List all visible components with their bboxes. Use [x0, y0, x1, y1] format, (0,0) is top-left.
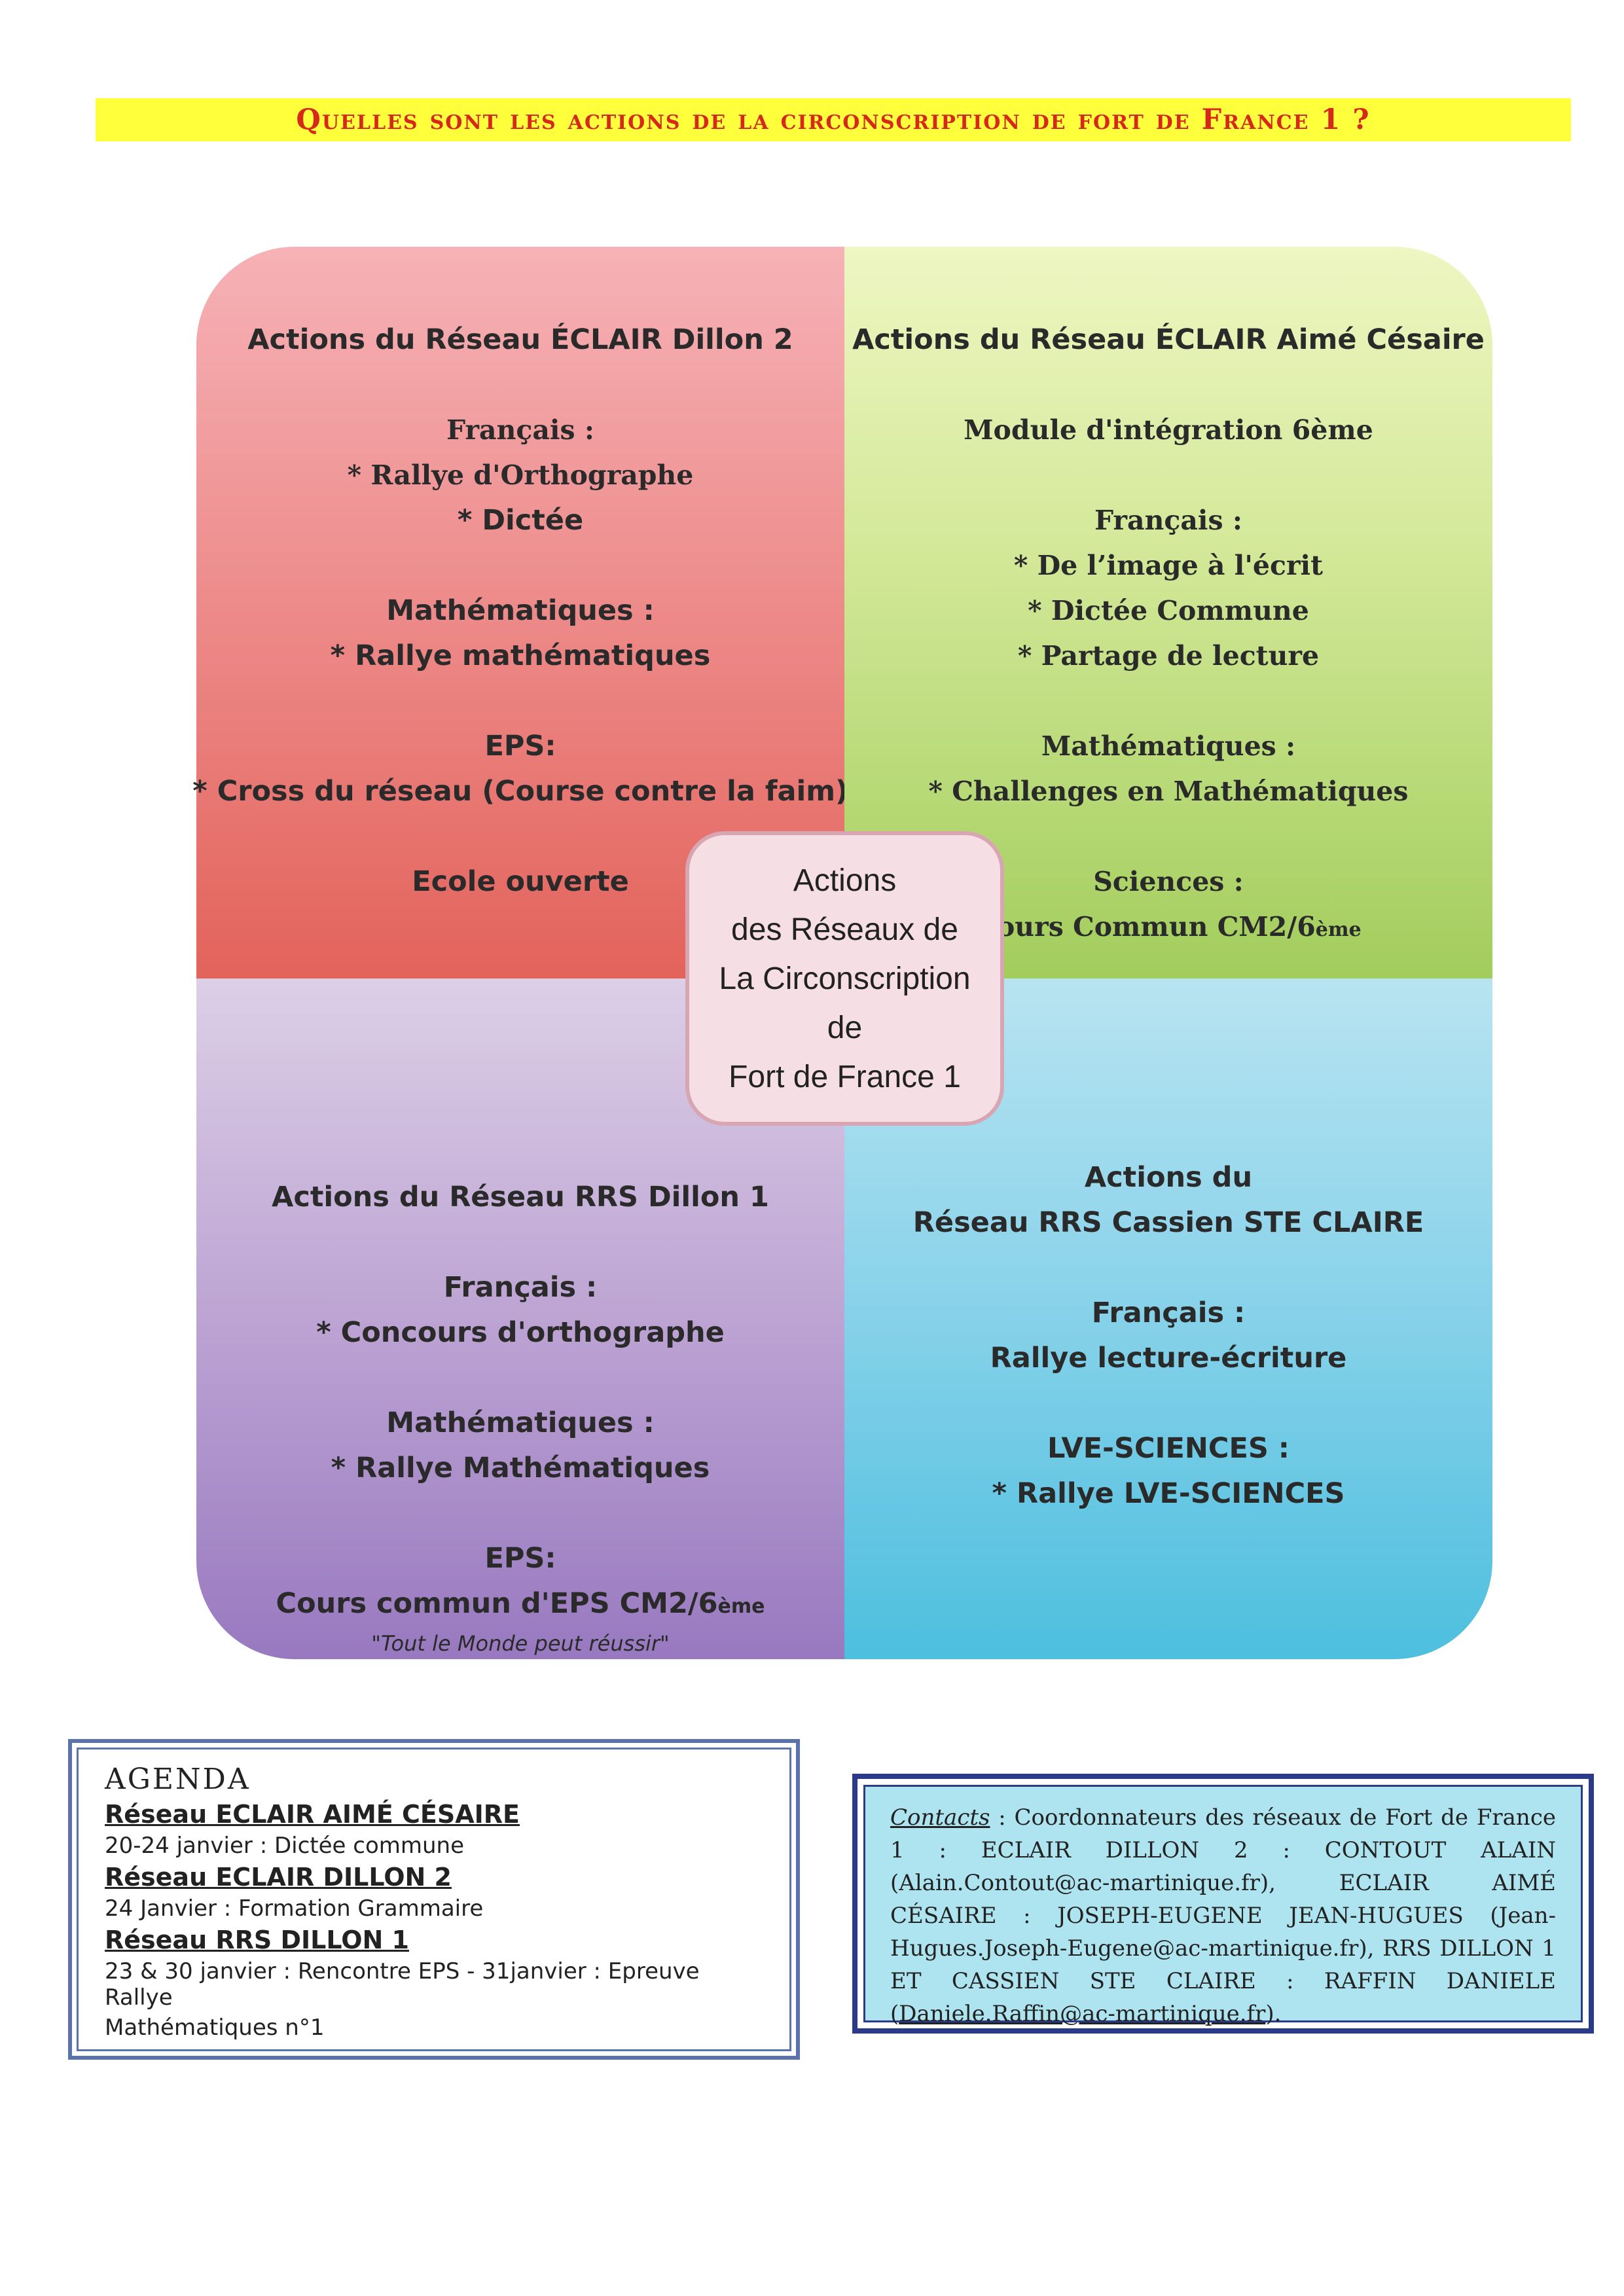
center-line: Fort de France 1: [729, 1059, 961, 1094]
quadrant-title: Actions du: [1084, 1161, 1253, 1194]
agenda-content: AGENDA Réseau ECLAIR AIMÉ CÉSAIRE 20-24 …: [77, 1748, 791, 2051]
eps-item-suffix: ème: [717, 1595, 765, 1618]
francais-label: Français :: [1094, 505, 1242, 536]
sciences-item-text: Cours Commun CM2/6: [975, 911, 1316, 942]
francais-label: Français :: [446, 414, 594, 446]
francais-item: * Partage de lecture: [1017, 640, 1320, 672]
agenda-event: 20-24 janvier : Dictée commune: [105, 1833, 465, 1859]
center-label-box: Actions des Réseaux de La Circonscriptio…: [685, 831, 1004, 1126]
eps-label: EPS:: [484, 1542, 556, 1575]
page-title: Quelles sont les actions de la circonscr…: [296, 103, 1371, 136]
center-line: des Réseaux de: [731, 912, 958, 947]
agenda-box: AGENDA Réseau ECLAIR AIMÉ CÉSAIRE 20-24 …: [68, 1739, 800, 2060]
francais-label: Français :: [1091, 1297, 1246, 1329]
francais-item: * De l’image à l'écrit: [1013, 550, 1324, 581]
center-line: La Circonscription: [719, 961, 971, 996]
agenda-network: Réseau ECLAIR AIMÉ CÉSAIRE: [105, 1800, 520, 1829]
lve-label: LVE-SCIENCES :: [1047, 1432, 1290, 1465]
agenda-network: Réseau ECLAIR DILLON 2: [105, 1863, 452, 1892]
other-action: Ecole ouverte: [412, 865, 629, 898]
contacts-text: : Coordonnateurs des réseaux de Fort de …: [890, 1804, 1556, 2027]
maths-item: * Challenges en Mathématiques: [928, 776, 1409, 807]
quadrant-title: Réseau RRS Cassien STE CLAIRE: [912, 1206, 1424, 1239]
page-title-banner: Quelles sont les actions de la circonscr…: [96, 98, 1571, 141]
contact-email-link[interactable]: Daniele.Raffin@ac-martinique.fr: [899, 2001, 1266, 2027]
contacts-box: Contacts : Coordonnateurs des réseaux de…: [852, 1774, 1594, 2034]
contacts-label: Contacts: [890, 1804, 990, 1831]
maths-item: * Rallye mathématiques: [330, 639, 711, 672]
center-line: Actions: [793, 863, 897, 898]
maths-label: Mathématiques :: [386, 594, 655, 627]
agenda-event: Mathématiques n°1: [105, 2015, 325, 2041]
contacts-content: Contacts : Coordonnateurs des réseaux de…: [863, 1785, 1583, 2027]
agenda-network: Réseau RRS DILLON 1: [105, 1926, 409, 1954]
agenda-title: AGENDA: [105, 1763, 251, 1796]
maths-item: * Rallye Mathématiques: [331, 1452, 710, 1484]
quadrant-eclair-dillon-2: Actions du Réseau ÉCLAIR Dillon 2 França…: [192, 247, 848, 978]
eps-item: Cours commun d'EPS CM2/6ème: [276, 1581, 765, 1629]
eps-item: * Cross du réseau (Course contre la faim…: [192, 775, 848, 808]
quadrant-title: Actions du Réseau ÉCLAIR Dillon 2: [247, 323, 793, 356]
francais-item: * Dictée: [457, 504, 584, 537]
lve-item: * Rallye LVE-SCIENCES: [992, 1477, 1345, 1510]
eps-label: EPS:: [484, 730, 556, 762]
sciences-label: Sciences :: [1093, 866, 1244, 897]
agenda-event: 23 & 30 janvier : Rencontre EPS - 31janv…: [105, 1958, 700, 2011]
sciences-item-suffix: ème: [1315, 918, 1362, 941]
eps-item-text: Cours commun d'EPS CM2/6: [276, 1587, 718, 1620]
module-item: Module d'intégration 6ème: [964, 414, 1373, 446]
agenda-event: 24 Janvier : Formation Grammaire: [105, 1895, 484, 1922]
francais-label: Français :: [443, 1271, 598, 1304]
quadrant-title: Actions du Réseau ÉCLAIR Aimé Césaire: [852, 323, 1485, 356]
center-line: de: [827, 1010, 863, 1045]
francais-item: Rallye lecture-écriture: [990, 1342, 1347, 1374]
francais-item: * Rallye d'Orthographe: [347, 459, 694, 491]
maths-label: Mathématiques :: [1041, 730, 1296, 762]
francais-item: * Dictée Commune: [1028, 595, 1309, 626]
francais-item: * Concours d'orthographe: [316, 1316, 725, 1349]
motto: "Tout le Monde peut réussir": [371, 1631, 670, 1656]
maths-label: Mathématiques :: [386, 1407, 655, 1439]
contacts-text-end: ).: [1265, 2001, 1282, 2027]
sciences-item: Cours Commun CM2/6ème: [975, 905, 1361, 952]
quadrant-title: Actions du Réseau RRS Dillon 1: [272, 1181, 769, 1213]
